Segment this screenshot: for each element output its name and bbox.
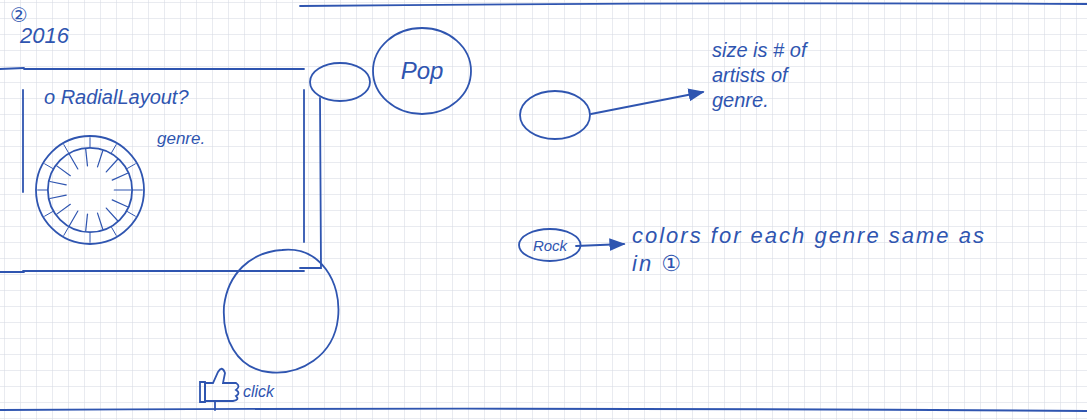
- radial-spoke: [112, 173, 127, 180]
- radial-tick: [90, 233, 91, 242]
- note: size is # of artists of genre.: [712, 38, 834, 113]
- radial-spoke: [50, 195, 66, 198]
- radial-tick: [112, 227, 117, 235]
- radial-spoke: [50, 181, 66, 184]
- radial-spoke: [106, 208, 117, 220]
- radial-tick: [45, 212, 53, 217]
- node-text: genre.: [157, 129, 205, 149]
- box-extension: [0, 68, 24, 69]
- bubble-outline: [519, 229, 581, 261]
- node-outline: [35, 135, 145, 245]
- note: colors for each genre same as in ①: [632, 222, 992, 277]
- arrow: [591, 92, 703, 114]
- radial-spoke: [86, 214, 88, 231]
- radial-spoke: [106, 160, 117, 172]
- genre-bubble: Pop: [372, 27, 472, 115]
- small-bubble: [310, 63, 370, 101]
- radial-spoke: [69, 154, 77, 168]
- node-text: Pop: [401, 57, 444, 85]
- radial-spoke: [86, 149, 88, 166]
- radial-spoke: [57, 204, 71, 214]
- sketch-panel: genre. o RadialLayout?: [22, 68, 305, 272]
- radial-outer-ring: [36, 136, 144, 244]
- radial-spoke: [114, 189, 131, 190]
- page-rule: [0, 409, 1087, 411]
- large-bubble: [224, 250, 339, 373]
- radial-tick: [64, 227, 69, 235]
- action-label: click: [243, 382, 274, 402]
- radial-tick: [38, 190, 47, 191]
- radial-tick: [112, 145, 117, 153]
- radial-tick: [127, 212, 135, 217]
- radial-tick: [90, 138, 91, 147]
- node-text: o RadialLayout?: [44, 86, 189, 109]
- radial-spoke: [98, 151, 103, 167]
- node-text: Rock: [533, 237, 567, 254]
- bubble-outline: [373, 28, 471, 114]
- size-sample-bubble: [520, 91, 590, 139]
- box-extension: [0, 271, 24, 273]
- radial-spoke: [98, 213, 103, 229]
- radial-tick: [133, 190, 142, 191]
- radial-tick: [45, 164, 53, 169]
- arrow: [576, 244, 624, 246]
- radial-inner-ring: [48, 148, 132, 232]
- radial-spoke: [112, 200, 127, 207]
- radial-tick: [64, 145, 69, 153]
- genre-bubble: Rock: [518, 228, 582, 262]
- hand-icon: [205, 369, 239, 401]
- leader-line: [214, 402, 216, 410]
- page-rule: [300, 3, 1087, 6]
- hand-icon: [200, 382, 205, 402]
- radial-spoke: [69, 211, 77, 225]
- radial-sketch: genre.: [35, 135, 145, 245]
- panel-border: [23, 69, 304, 271]
- radial-tick: [127, 164, 135, 169]
- year-label: 2016: [20, 22, 69, 50]
- radial-spoke: [57, 166, 71, 176]
